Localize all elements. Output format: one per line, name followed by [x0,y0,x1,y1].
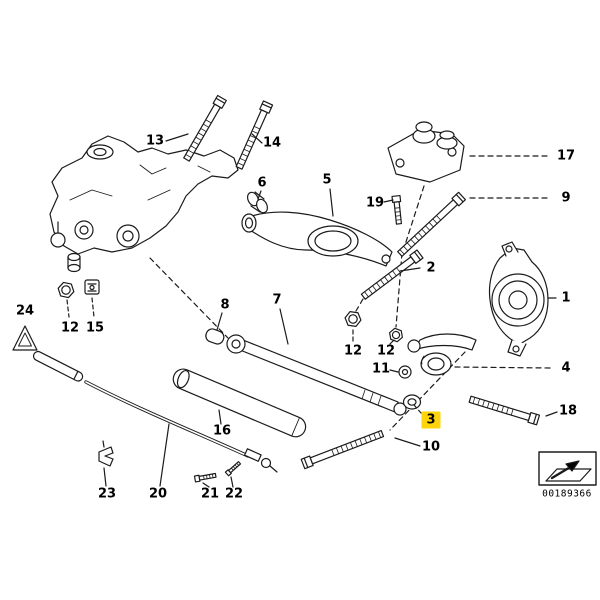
callout-12-mid: 12 [343,343,363,359]
callout-15: 15 [85,320,105,336]
callout-17: 17 [556,148,576,164]
callout-9: 9 [561,190,571,206]
bushing-6 [246,191,270,215]
subframe [50,136,238,272]
callout-14: 14 [262,135,282,151]
wheel-carrier [489,242,548,356]
callout-16: 16 [212,423,232,439]
callout-20: 20 [148,486,168,502]
clip-23 [99,441,113,466]
callout-19: 19 [365,195,385,211]
callout-23: 23 [97,486,117,502]
tie-rod [227,335,406,415]
callout-2: 2 [426,260,436,276]
bushing-3 [404,395,421,409]
callout-12-left: 12 [60,320,80,336]
nut-12-right [387,326,405,344]
integral-link [408,334,476,375]
brake-line [32,350,277,472]
bolt-21 [194,471,217,483]
callout-13: 13 [145,133,165,149]
upper-control-arm [242,212,392,266]
assembly-dashed-lines [150,186,465,430]
up-right-arrow-icon [566,461,579,471]
callout-5: 5 [322,172,332,188]
brand-arrow-box [539,452,596,485]
bolt-10 [300,428,385,470]
callout-24: 24 [15,303,35,319]
callout-3-highlighted: 3 [421,411,441,429]
leader-lines [67,134,557,487]
protective-tube [170,366,309,440]
callout-1: 1 [561,290,571,306]
clip-15 [85,280,99,294]
nut-12-mid [343,310,363,328]
bolt-9 [395,191,467,259]
bolt-18 [468,393,541,426]
callout-10: 10 [421,439,441,455]
image-code: 00189366 [542,488,592,500]
callout-18: 18 [558,403,578,419]
mount-bracket [388,122,464,182]
callout-21: 21 [200,486,220,502]
callout-8: 8 [220,297,230,313]
callout-6: 6 [257,175,267,191]
nut-12-left [56,280,76,300]
callout-12-right: 12 [376,343,396,359]
callout-4: 4 [561,360,571,376]
callout-7: 7 [272,292,282,308]
bolt-19 [391,194,404,225]
callout-22: 22 [224,486,244,502]
callout-11: 11 [371,361,391,377]
bolt-22 [225,460,242,477]
washer-11 [399,366,411,378]
warning-triangle-icon [13,326,37,350]
link-8 [204,327,225,345]
